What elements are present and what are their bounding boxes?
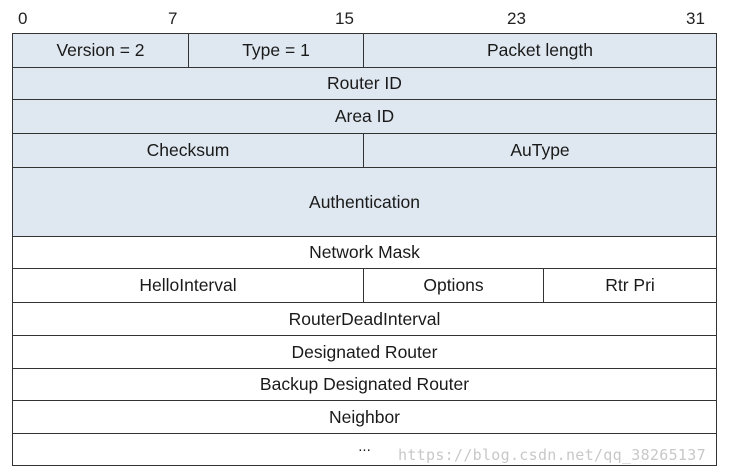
field-packet-length: Packet length bbox=[363, 33, 716, 67]
watermark: https://blog.csdn.net/qq_38265137 bbox=[398, 446, 706, 464]
field-rtr-pri: Rtr Pri bbox=[543, 268, 716, 302]
field-options: Options bbox=[363, 268, 543, 302]
field-area-id: Area ID bbox=[12, 99, 716, 133]
field-router-dead-interval: RouterDeadInterval bbox=[12, 302, 716, 335]
field-version: Version = 2 bbox=[12, 33, 188, 67]
bit-label-15: 15 bbox=[335, 9, 354, 28]
field-network-mask: Network Mask bbox=[12, 236, 716, 268]
field-neighbor: Neighbor bbox=[12, 400, 716, 433]
field-ellipsis: ... bbox=[12, 433, 716, 465]
field-designated-router: Designated Router bbox=[12, 335, 716, 368]
bit-label-0: 0 bbox=[18, 9, 28, 28]
field-autype: AuType bbox=[363, 133, 716, 167]
field-type: Type = 1 bbox=[188, 33, 363, 67]
field-checksum: Checksum bbox=[12, 133, 363, 167]
bit-label-31: 31 bbox=[686, 9, 705, 28]
bit-label-7: 7 bbox=[168, 9, 178, 28]
field-router-id: Router ID bbox=[12, 67, 716, 99]
bit-label-23: 23 bbox=[507, 9, 526, 28]
field-authentication: Authentication bbox=[12, 167, 716, 236]
field-hello-interval: HelloInterval bbox=[12, 268, 363, 302]
field-backup-designated-router: Backup Designated Router bbox=[12, 368, 716, 400]
